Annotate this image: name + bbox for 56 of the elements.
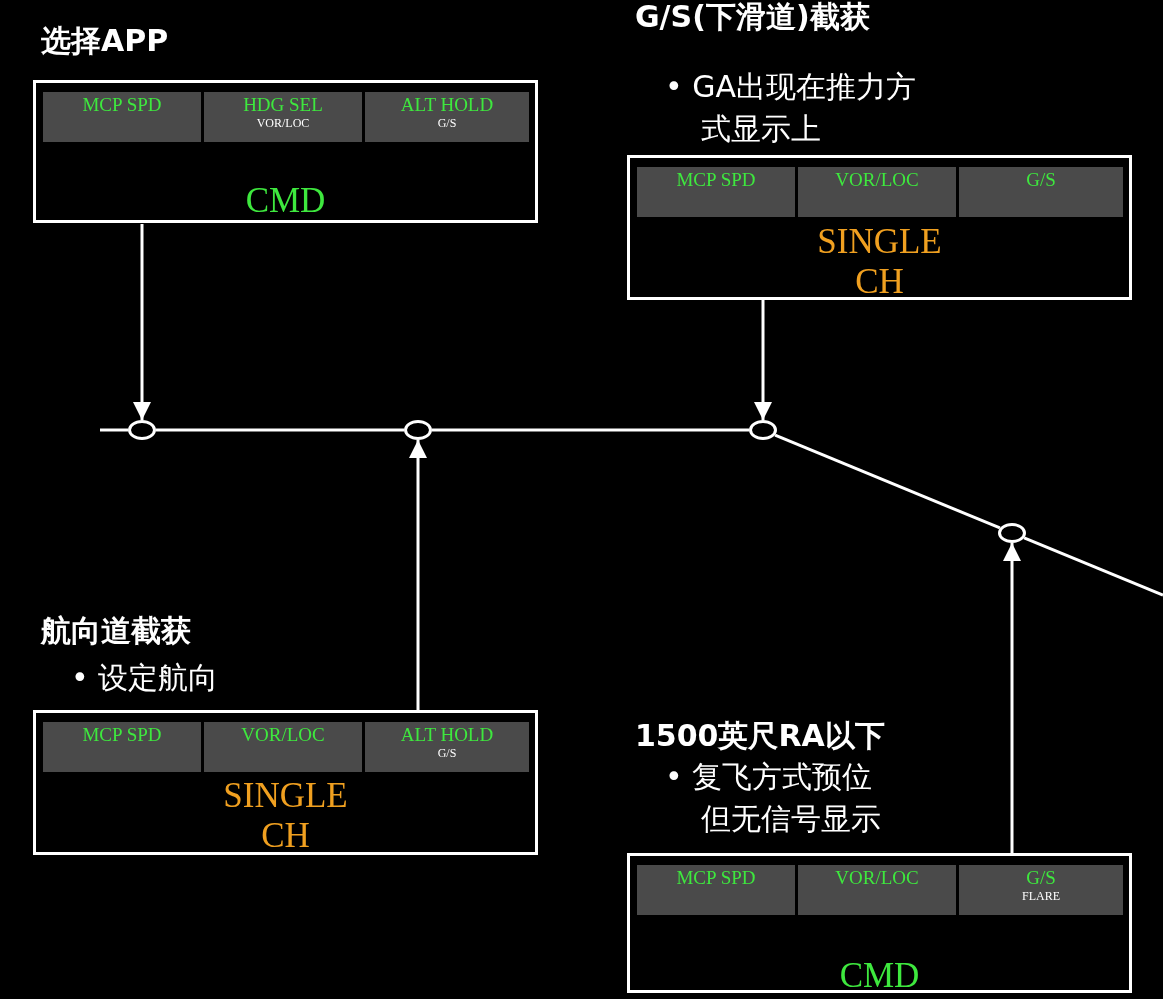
mode-cell [204, 92, 362, 142]
mode-text: ALT HOLD [399, 94, 495, 116]
timeline-line [156, 428, 404, 432]
annunciator-panel [627, 719, 1132, 993]
mode-text: G/S [1025, 169, 1057, 191]
armed-mode-text: VOR/LOC [255, 116, 311, 130]
mode-cell [43, 722, 201, 772]
mode-cell [959, 167, 1123, 217]
mode-text: VOR/LOC [240, 724, 326, 746]
heading-text: 1500英尺RA以下 [634, 719, 886, 753]
mode-text: MCP SPD [81, 94, 163, 116]
timeline-line [432, 428, 749, 432]
mode-cell [798, 865, 956, 915]
arrow [754, 300, 772, 420]
armed-mode-text: FLARE [1021, 889, 1061, 903]
mode-cell [959, 865, 1123, 915]
mode-cell [365, 722, 529, 772]
bullet-text: • 复飞方式预位但无信号显示 [665, 758, 882, 838]
mode-text: VOR/LOC [834, 867, 920, 889]
arrow [133, 224, 151, 420]
mode-cell [43, 92, 201, 142]
annunciator-panel [33, 614, 538, 855]
status-text: CMD [244, 181, 327, 221]
event-circle [404, 420, 432, 440]
bullet-text: • GA出现在推力方式显示上 [665, 68, 917, 148]
mode-text: MCP SPD [675, 169, 757, 191]
heading-text: 航向道截获 [39, 614, 192, 648]
event-circle [998, 523, 1026, 543]
arrow [1003, 543, 1021, 853]
mode-cell [637, 167, 795, 217]
mode-cell [204, 722, 362, 772]
annunciator-panel [33, 24, 538, 224]
status-text: SINGLE CH [816, 222, 943, 302]
mode-text: G/S [1025, 867, 1057, 889]
mode-cell [798, 167, 956, 217]
timeline-line [100, 428, 128, 432]
event-circle [128, 420, 156, 440]
heading-text: G/S(下滑道)截获 [634, 0, 871, 34]
event-circle [749, 420, 777, 440]
bullet-text: • 设定航向 [71, 659, 220, 697]
heading-text: 选择APP [40, 24, 170, 58]
armed-mode-text: G/S [436, 746, 458, 760]
mode-text: VOR/LOC [834, 169, 920, 191]
mode-text: MCP SPD [675, 867, 757, 889]
arrow [409, 440, 427, 710]
status-text: SINGLE CH [222, 776, 349, 856]
status-text: CMD [838, 956, 921, 996]
mode-text: HDG SEL [242, 94, 324, 116]
mode-text: MCP SPD [81, 724, 163, 746]
timeline-line [774, 433, 1001, 530]
mode-cell [365, 92, 529, 142]
armed-mode-text: G/S [436, 116, 458, 130]
mode-cell [637, 865, 795, 915]
mode-text: ALT HOLD [399, 724, 495, 746]
timeline-line [1023, 536, 1163, 597]
annunciator-panel [627, 0, 1132, 300]
